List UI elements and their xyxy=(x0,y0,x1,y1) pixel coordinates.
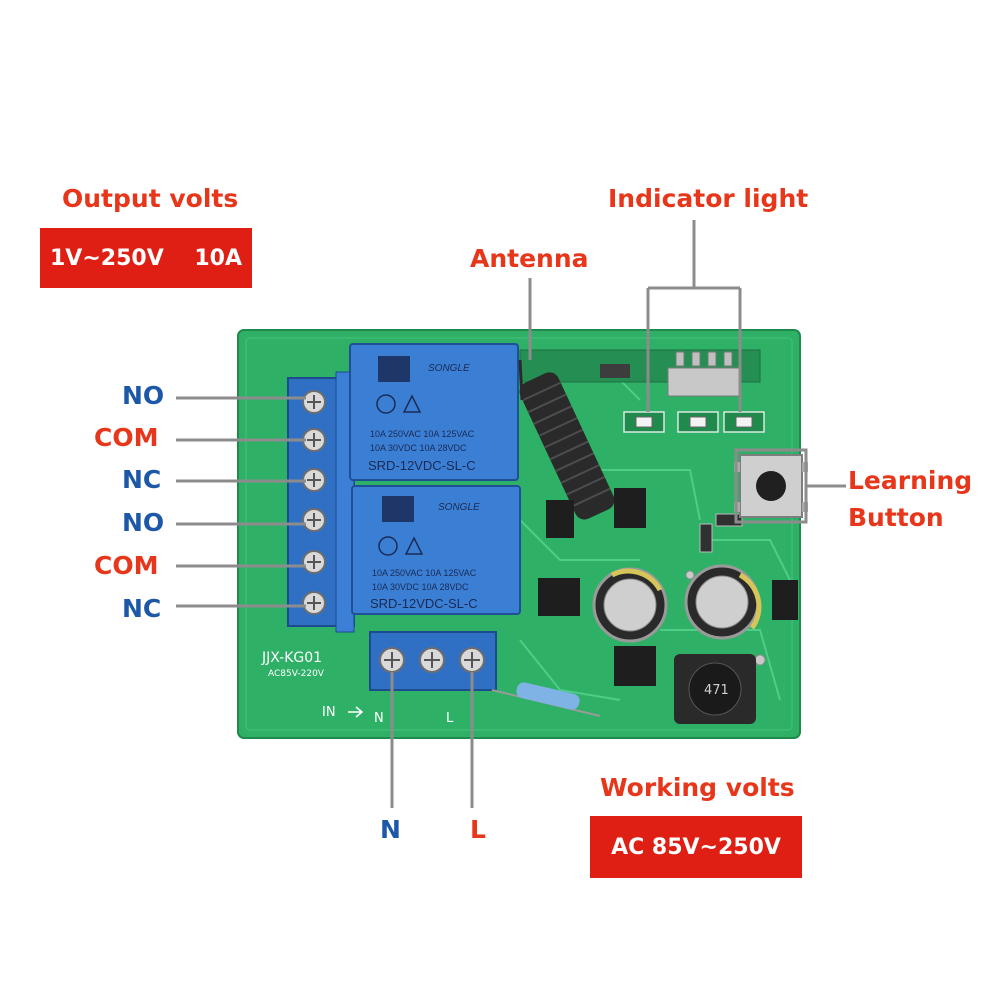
antenna-coil-icon xyxy=(519,372,615,520)
working-volts-title: Working volts xyxy=(600,773,795,802)
capacitor-2 xyxy=(684,564,762,640)
led-icon xyxy=(623,411,765,433)
relay-1-rating-2: 10A 30VDC 10A 28VDC xyxy=(370,443,467,453)
terminal-label-no-2: NO xyxy=(122,508,165,537)
learning-button-label-2: Button xyxy=(848,503,944,532)
relay-2: SONGLE 10A 250VAC 10A 125VAC 10A 30VDC 1… xyxy=(351,485,521,615)
indicator-light-label: Indicator light xyxy=(608,184,809,213)
terminal-label-com-1: COM xyxy=(94,423,159,452)
terminal-label-nc-2: NC xyxy=(122,594,162,623)
inductor-code: 471 xyxy=(704,683,729,698)
capacitor-1 xyxy=(592,567,668,643)
relay-1-part: SRD-12VDC-SL-C xyxy=(368,458,476,473)
relay-2-part: SRD-12VDC-SL-C xyxy=(370,596,478,611)
relay-2-rating-2: 10A 30VDC 10A 28VDC xyxy=(372,582,469,592)
board-input-rating: AC85V-220V xyxy=(268,669,325,679)
terminal-label-no-1: NO xyxy=(122,381,165,410)
terminal-label-com-2: COM xyxy=(94,551,159,580)
relay-1-brand: SONGLE xyxy=(428,363,470,374)
output-volts-box: 1V~250V 10A xyxy=(40,228,252,288)
terminal-label-nc-1: NC xyxy=(122,465,162,494)
board-in-l: L xyxy=(446,711,454,726)
output-volts-title: Output volts xyxy=(62,184,239,213)
relay-1-rating-1: 10A 250VAC 10A 125VAC xyxy=(370,429,475,439)
relay-1: SONGLE 10A 250VAC 10A 125VAC 10A 30VDC 1… xyxy=(349,343,519,481)
terminal-label-l: L xyxy=(470,815,486,844)
board-in-n: N xyxy=(374,711,384,726)
terminal-label-n: N xyxy=(380,815,401,844)
board-in-label: IN xyxy=(322,705,336,720)
relay-2-rating-1: 10A 250VAC 10A 125VAC xyxy=(372,568,477,578)
board-model: JJX-KG01 xyxy=(261,650,322,666)
inductor: 471 xyxy=(674,654,756,724)
antenna-label: Antenna xyxy=(470,244,589,273)
learning-button-label-1: Learning xyxy=(848,466,973,495)
screw-terminal-icon xyxy=(302,390,326,615)
screw-terminal-icon xyxy=(379,647,485,673)
push-button-icon xyxy=(734,454,808,518)
relay-2-brand: SONGLE xyxy=(438,502,480,513)
working-volts-box: AC 85V~250V xyxy=(590,816,802,878)
resistor xyxy=(491,682,601,717)
